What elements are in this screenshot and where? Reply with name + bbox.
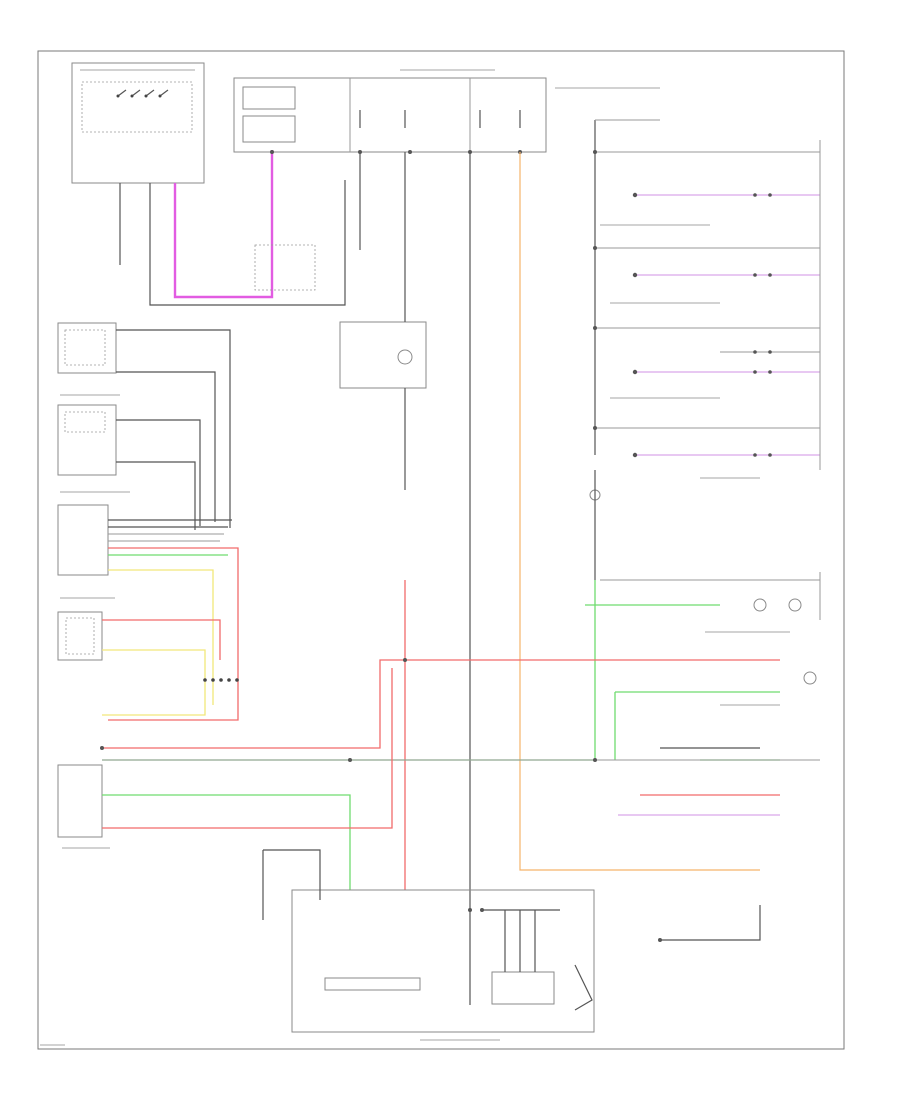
ecu-relay-feeds	[504, 910, 536, 972]
module-left-3	[57, 504, 109, 576]
node-j3	[408, 150, 412, 154]
wire-pink-sensor	[102, 619, 221, 660]
node-feeder-4	[100, 746, 104, 750]
wire-yellow-sensor	[102, 649, 206, 716]
wire-bottom-left	[262, 849, 321, 920]
sensor-center-icon	[397, 349, 413, 365]
ecu-relay	[491, 971, 555, 1005]
module-left-4	[57, 611, 103, 661]
diagram-frame	[37, 50, 845, 1050]
switch-contacts	[116, 89, 169, 98]
junction-dividers	[349, 78, 471, 152]
ecu-block-bottom	[291, 889, 595, 1033]
node-j1	[270, 150, 274, 154]
bulb-b	[788, 598, 802, 612]
wire-top-left-2	[149, 180, 346, 306]
wire-magenta-top	[173, 150, 274, 299]
module-left-2-inner	[64, 411, 106, 433]
node-feeder-3	[593, 758, 597, 762]
module-top-left	[71, 62, 205, 184]
rung-lower-green	[585, 580, 720, 760]
label-marks	[40, 69, 790, 1046]
node-ecu-2	[480, 908, 484, 912]
wire-green-right	[614, 691, 780, 760]
module-top-left-inner	[81, 81, 193, 133]
fuse-box-b	[242, 115, 296, 143]
wire-green-lower	[102, 794, 351, 890]
fuse-box-a	[242, 86, 296, 110]
ecu-switch	[574, 964, 593, 1011]
bulb-c	[803, 671, 817, 685]
node-feeder-2	[403, 658, 407, 662]
wire-bottom-right	[660, 905, 761, 941]
bulb-a	[753, 598, 767, 612]
node-ecu-1	[468, 908, 472, 912]
module-left-1	[57, 322, 117, 374]
wire-orange-trunk	[519, 152, 760, 871]
fuses-top	[359, 110, 521, 128]
connector-box-mid	[254, 244, 316, 291]
node-bottom-right	[658, 938, 662, 942]
module-left-2	[57, 404, 117, 476]
module-left-1-inner	[64, 329, 106, 366]
junction-block-top	[233, 77, 547, 153]
harness-left-black	[116, 329, 231, 530]
connector-pins-left	[203, 678, 239, 682]
node-feeder-1	[348, 758, 352, 762]
harness-left-bundle	[108, 519, 239, 721]
ladder-rungs	[595, 151, 820, 456]
wire-pink-feeder	[102, 659, 780, 749]
module-left-5	[57, 764, 103, 838]
sensor-module-center	[339, 321, 427, 389]
ladder-nodes	[593, 150, 772, 458]
module-left-4-inner	[65, 617, 95, 655]
ecu-sub-block	[324, 977, 421, 991]
wire-pink-lower	[102, 668, 393, 829]
